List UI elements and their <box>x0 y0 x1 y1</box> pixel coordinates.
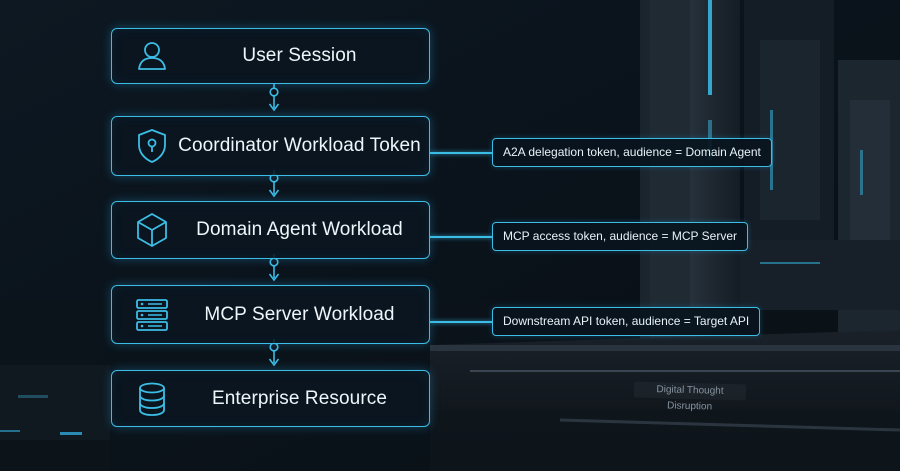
database-icon <box>139 382 165 416</box>
node-label: Coordinator Workload Token <box>178 135 421 156</box>
node-domain-agent-workload: Domain Agent Workload <box>111 201 430 259</box>
node-coordinator-workload-token: Coordinator Workload Token <box>111 116 430 176</box>
watermark-text: Digital Thought Disruption <box>633 381 747 413</box>
token-connector-2 <box>430 236 492 238</box>
user-icon <box>138 42 166 70</box>
node-label: Domain Agent Workload <box>196 219 403 240</box>
token-mcp-access: MCP access token, audience = MCP Server <box>492 222 748 251</box>
token-connector-1 <box>430 152 492 154</box>
node-user-session: User Session <box>111 28 430 84</box>
node-mcp-server-workload: MCP Server Workload <box>111 285 430 344</box>
token-connector-3 <box>430 321 492 323</box>
connector-arrow-1 <box>268 84 280 112</box>
token-a2a-delegation: A2A delegation token, audience = Domain … <box>492 138 772 167</box>
cube-icon <box>137 213 167 247</box>
server-icon <box>136 298 168 331</box>
node-enterprise-resource: Enterprise Resource <box>111 370 430 427</box>
token-downstream-api: Downstream API token, audience = Target … <box>492 307 761 336</box>
node-label: User Session <box>242 45 357 66</box>
node-label: MCP Server Workload <box>204 303 395 325</box>
shield-lock-icon <box>138 129 166 163</box>
node-label: Enterprise Resource <box>211 387 388 409</box>
